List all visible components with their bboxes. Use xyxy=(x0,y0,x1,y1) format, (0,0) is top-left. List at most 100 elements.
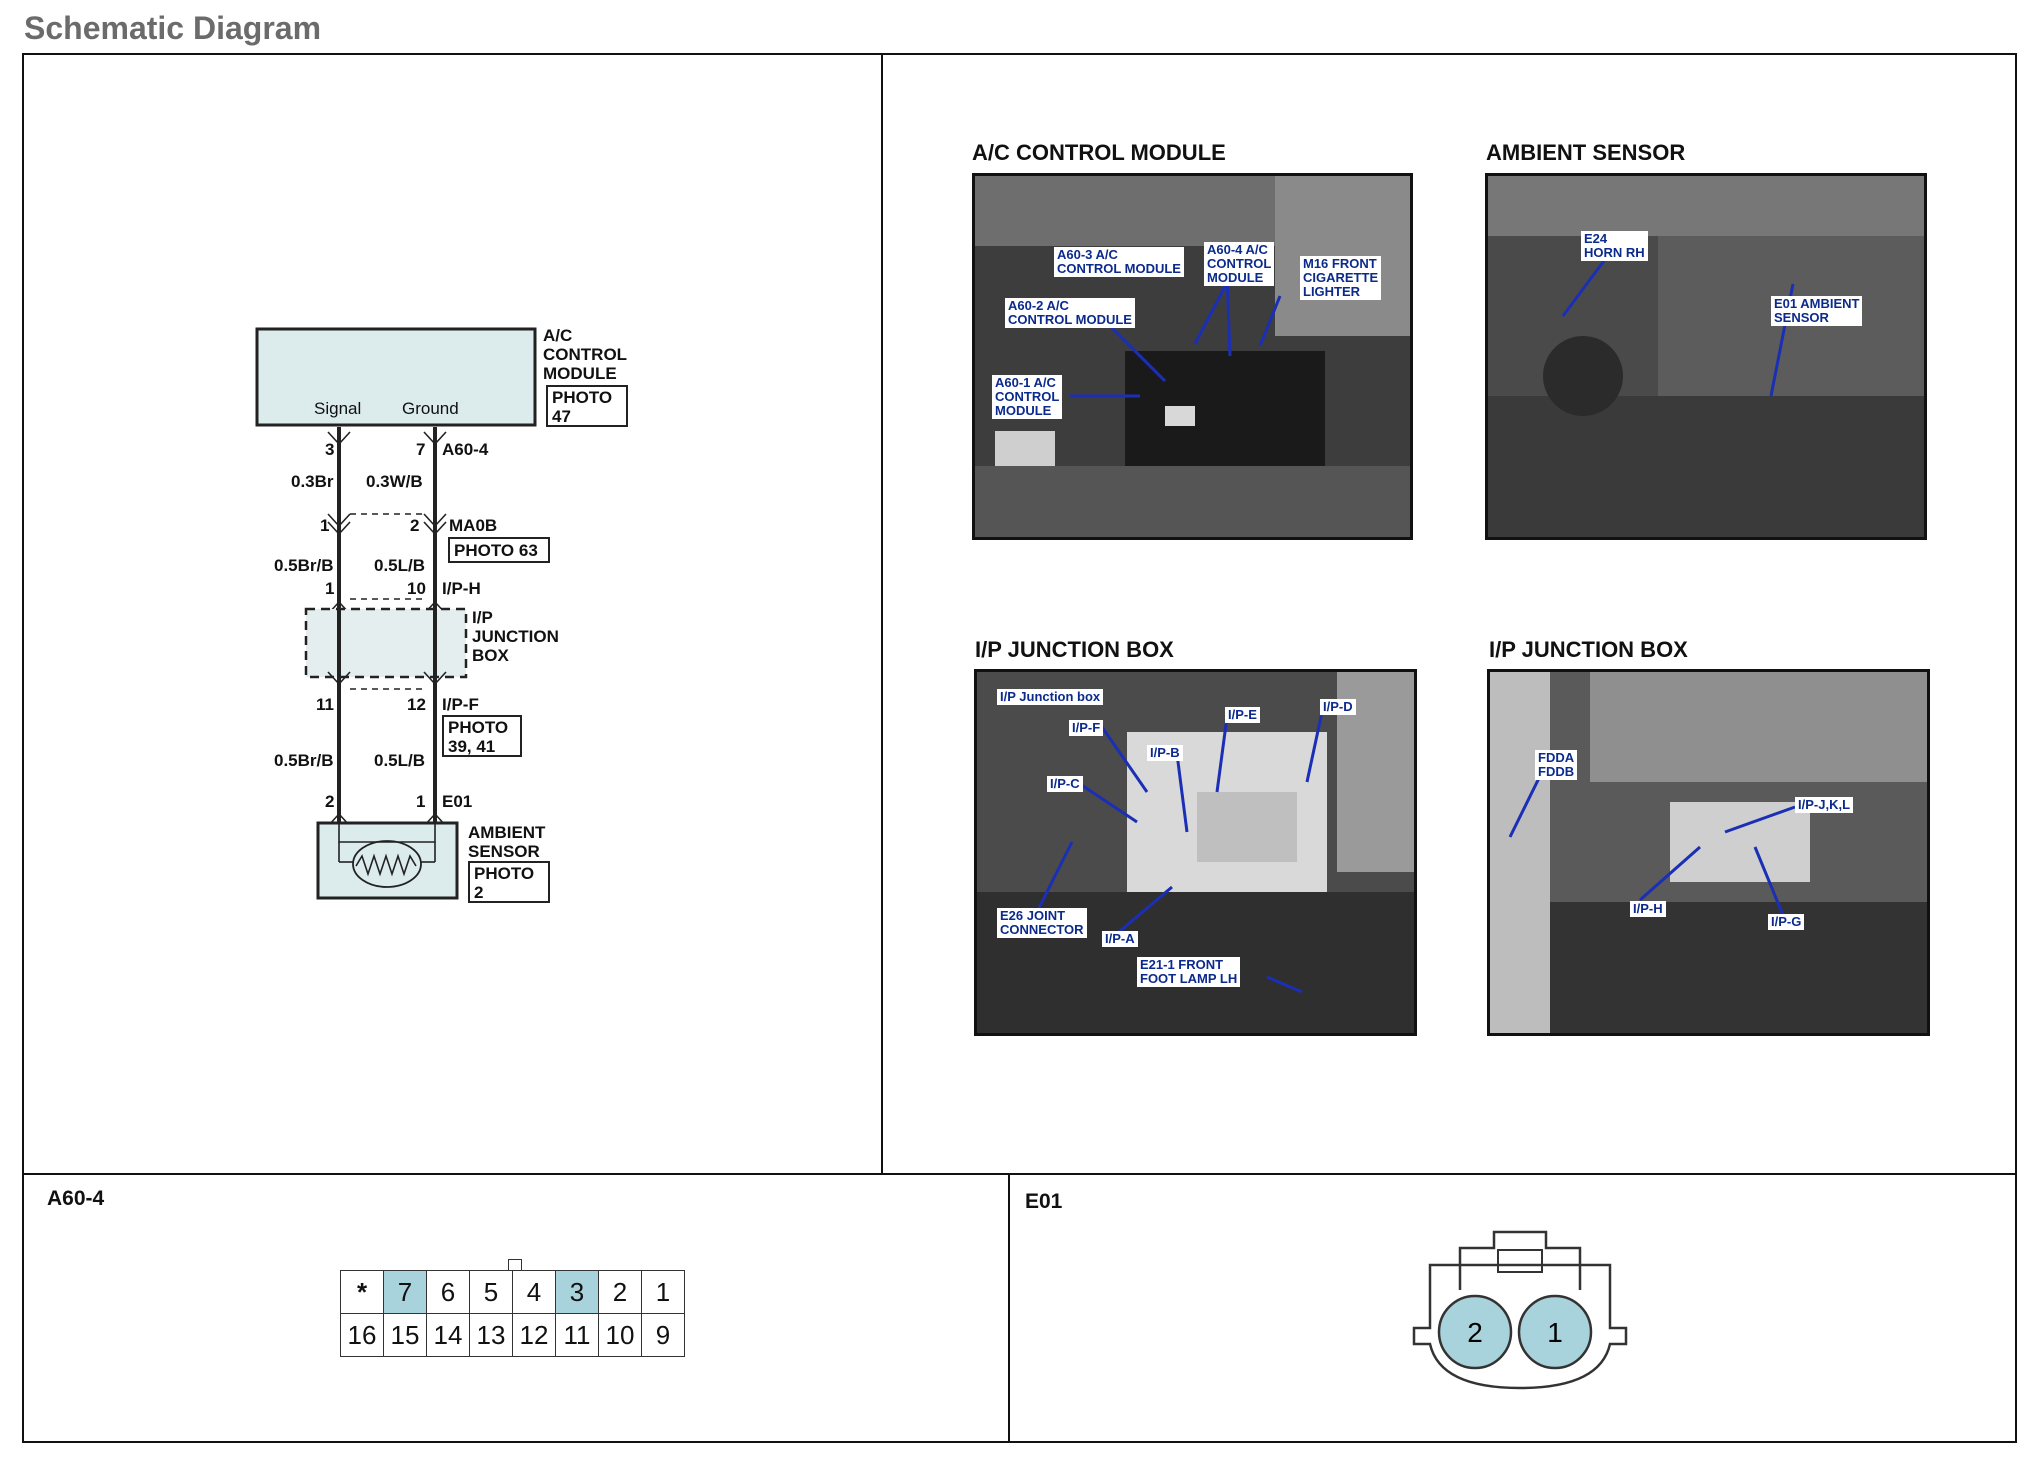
photo-ac-module-image xyxy=(975,176,1410,537)
photo-ambient-image xyxy=(1488,176,1924,537)
diagram-frame xyxy=(22,53,2017,1443)
a60-4-pin-cell: 4 xyxy=(512,1270,556,1314)
a60-connector-mark-left xyxy=(327,431,351,446)
a60-pin-3: 3 xyxy=(325,440,334,459)
connector-a60-4-pinout: * 7 6 5 4 3 2 1 16 15 14 13 12 11 10 9 xyxy=(340,1270,685,1357)
module-photo-label-2: 47 xyxy=(552,407,571,426)
ac-control-module-box xyxy=(255,327,537,427)
ma0b-pin-1: 1 xyxy=(320,516,329,535)
callout-e26: E26 JOINT CONNECTOR xyxy=(997,908,1087,938)
a60-4-pin-cell-active: 3 xyxy=(555,1270,599,1314)
callout-ip-b: I/P-B xyxy=(1147,745,1183,761)
a60-4-pin-cell: 5 xyxy=(469,1270,513,1314)
a60-4-row-1: * 7 6 5 4 3 2 1 xyxy=(340,1270,685,1314)
module-label-1: A/C xyxy=(543,326,572,345)
callout-a60-1: A60-1 A/C CONTROL MODULE xyxy=(992,375,1063,419)
a60-4-pin-cell-active: 7 xyxy=(383,1270,427,1314)
e01-latch xyxy=(1458,1230,1582,1290)
thermistor-circle xyxy=(352,840,422,888)
sensor-label-2: SENSOR xyxy=(468,842,540,861)
iph-pin-1: 1 xyxy=(325,579,334,598)
module-label-3: MODULE xyxy=(543,364,617,383)
e01-pin-2-label: 2 xyxy=(1467,1317,1483,1348)
a60-pin-7: 7 xyxy=(416,440,425,459)
a60-4-pin-cell: 12 xyxy=(512,1313,556,1357)
a60-connector-mark-right xyxy=(423,431,447,446)
photo-ip-junction-title-2: I/P JUNCTION BOX xyxy=(1489,637,1688,662)
ma0b-photo-box xyxy=(448,537,550,563)
sensor-photo-label-1: PHOTO xyxy=(474,864,534,883)
callout-a60-2: A60-2 A/C CONTROL MODULE xyxy=(1005,298,1135,328)
divider-horizontal xyxy=(22,1173,2017,1175)
sensor-photo-box xyxy=(468,861,550,903)
ambient-sensor-box xyxy=(316,821,459,900)
a60-4-pin-cell: 13 xyxy=(469,1313,513,1357)
e01-latch-window xyxy=(1497,1249,1543,1273)
callout-ip-f: I/P-F xyxy=(1069,720,1104,736)
module-label-2: CONTROL xyxy=(543,345,627,364)
junction-label-2: JUNCTION xyxy=(472,627,559,646)
ipf-mark-left xyxy=(327,671,351,686)
ma0b-photo-label: PHOTO 63 xyxy=(454,541,538,560)
thermistor-zigzag xyxy=(355,853,417,877)
photo-ac-control-module: A60-3 A/C CONTROL MODULE A60-4 A/C CONTR… xyxy=(972,173,1413,540)
wire-lower-left-label: 0.5Br/B xyxy=(274,751,334,770)
callout-fdda: FDDA FDDB xyxy=(1535,750,1578,780)
connector-e01-face: 2 1 xyxy=(1412,1230,1628,1390)
callout-e24: E24 HORN RH xyxy=(1581,231,1648,261)
callout-ip-junction-box: I/P Junction box xyxy=(997,689,1104,705)
ma0b-mark-right xyxy=(423,513,447,536)
ipf-pin-11: 11 xyxy=(316,695,334,714)
a60-4-key-tab xyxy=(508,1259,522,1270)
callout-ip-h: I/P-H xyxy=(1630,901,1666,917)
ma0b-mark-left xyxy=(327,513,351,536)
ma0b-label: MA0B xyxy=(449,516,497,535)
photo-ambient-sensor-title: AMBIENT SENSOR xyxy=(1486,140,1686,165)
wire-upper-left-label: 0.3Br xyxy=(291,472,334,491)
e01-pin-2: 2 xyxy=(325,792,334,811)
ground-pin-label: Ground xyxy=(402,399,459,418)
sensor-photo-label-2: 2 xyxy=(474,883,483,902)
callout-ip-g: I/P-G xyxy=(1768,914,1805,930)
a60-4-pin-cell: 9 xyxy=(641,1313,685,1357)
a60-4-pin-cell: * xyxy=(340,1270,384,1314)
signal-pin-label: Signal xyxy=(314,399,361,418)
divider-vertical-top xyxy=(881,54,883,1174)
module-photo-label-1: PHOTO xyxy=(552,388,612,407)
junction-label-1: I/P xyxy=(472,608,493,627)
callout-ip-jkl: I/P-J,K,L xyxy=(1795,797,1854,813)
a60-4-pin-cell: 16 xyxy=(340,1313,384,1357)
callout-e01: E01 AMBIENT SENSOR xyxy=(1771,296,1863,326)
ipf-photo-box xyxy=(442,715,522,757)
module-photo-box xyxy=(546,385,628,427)
callout-ip-a: I/P-A xyxy=(1102,931,1138,947)
a60-4-pin-cell: 15 xyxy=(383,1313,427,1357)
sensor-inner-wire-sides xyxy=(338,842,436,862)
callout-a60-4: A60-4 A/C CONTROL MODULE xyxy=(1204,242,1275,286)
e01-pin-1: 1 xyxy=(416,792,425,811)
wire-mid-right-label: 0.5L/B xyxy=(374,556,425,575)
connector-e01-title: E01 xyxy=(1025,1190,1063,1213)
callout-ip-e: I/P-E xyxy=(1225,707,1260,723)
photo-ip-junction-title-1: I/P JUNCTION BOX xyxy=(975,637,1174,662)
a60-4-pin-cell: 2 xyxy=(598,1270,642,1314)
a60-4-row-2: 16 15 14 13 12 11 10 9 xyxy=(340,1313,685,1357)
divider-vertical-bottom xyxy=(1008,1174,1010,1442)
ipf-mark-right xyxy=(423,671,447,686)
ipf-photo-label-2: 39, 41 xyxy=(448,737,495,756)
ipf-label: I/P-F xyxy=(442,695,479,714)
e01-label: E01 xyxy=(442,792,472,811)
iph-label: I/P-H xyxy=(442,579,481,598)
e01-pin-1-circle xyxy=(1517,1294,1593,1370)
sensor-inner-wire-top xyxy=(338,823,436,843)
junction-box xyxy=(304,607,468,679)
photo-ip-junction-image-2 xyxy=(1490,672,1927,1033)
sensor-label-1: AMBIENT xyxy=(468,823,546,842)
ipf-photo-label-1: PHOTO xyxy=(448,718,508,737)
wiring-schematic: .t { font-size:17px; font-weight:bold; f… xyxy=(255,326,628,903)
a60-4-pin-cell: 11 xyxy=(555,1313,599,1357)
a60-4-pin-cell: 1 xyxy=(641,1270,685,1314)
junction-label-3: BOX xyxy=(472,646,510,665)
iph-pin-10: 10 xyxy=(407,579,426,598)
callout-a60-3: A60-3 A/C CONTROL MODULE xyxy=(1054,247,1184,277)
